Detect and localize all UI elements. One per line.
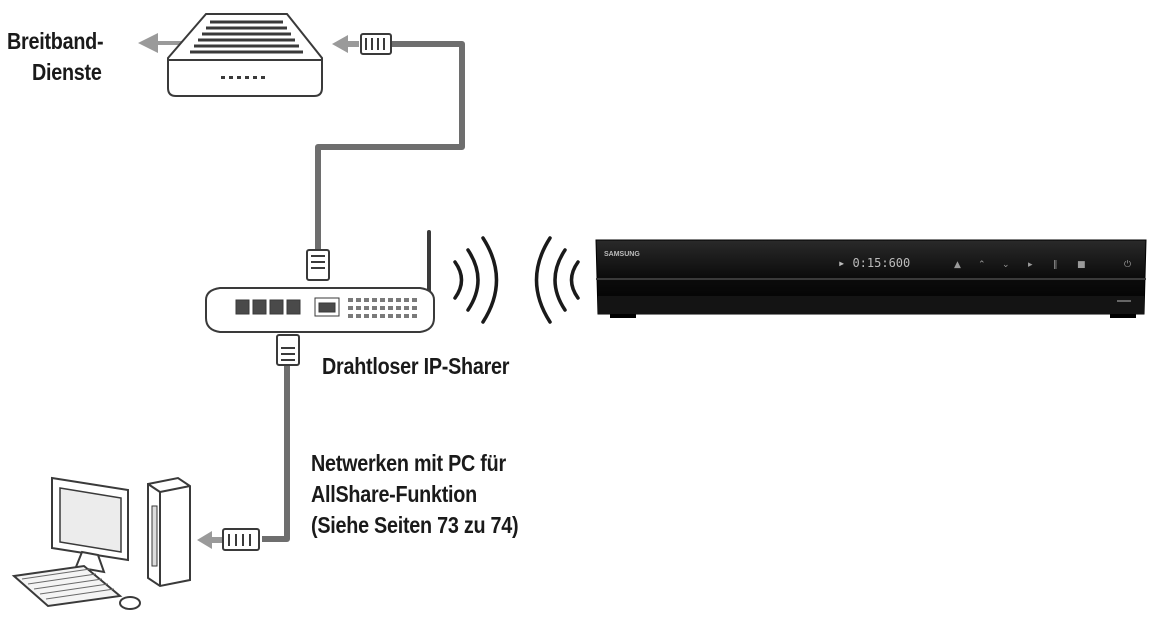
device-button-stop-icon: ■ [1077,260,1086,270]
broadband-modem [167,13,323,97]
broadband-label-line2: Dienste [31,59,102,85]
device-button-pause-icon: ‖ [1053,260,1058,270]
router-label-text: Drahtloser IP-Sharer [322,353,510,379]
cable-modem-router [315,41,465,250]
rj45-connector-router-bottom [276,334,300,366]
wireless-router [205,230,435,333]
desktop-pc [11,476,191,610]
device-button-up-icon: ⌃ [978,260,986,270]
pc-input-arrow [197,531,223,549]
device-display: ▸ 0:15:600 [838,256,910,270]
device-button-down-icon: ⌄ [1002,260,1010,270]
pc-label-line2: AllShare-Funktion [311,481,477,507]
rj45-connector-pc [222,528,260,551]
pc-label: Netwerken mit PC für AllShare-Funktion (… [311,448,519,541]
rj45-connector-router-top [306,249,330,281]
wireless-signal-router [453,236,499,324]
rj45-connector-modem [360,33,392,55]
broadband-label: Breitband- Dienste [7,26,104,88]
device-button-power-icon: ⏻ [1124,259,1131,270]
samsung-player: SAMSUNG ▸ 0:15:600 ▲ ⌃ ⌄ ▸ ‖ ■ ⏻ [595,239,1147,318]
pc-label-line3: (Siehe Seiten 73 zu 74) [311,512,519,538]
device-button-eject-icon: ▲ [954,260,961,270]
modem-input-arrow [332,35,359,53]
broadband-label-line1: Breitband- [7,28,104,54]
device-button-play-icon: ▸ [1028,260,1033,270]
pc-label-line1: Netwerken mit PC für [311,450,506,476]
cable-router-pc [262,365,290,542]
device-brand: SAMSUNG [604,251,640,258]
wireless-signal-device [534,236,580,324]
router-label: Drahtloser IP-Sharer [322,351,509,382]
